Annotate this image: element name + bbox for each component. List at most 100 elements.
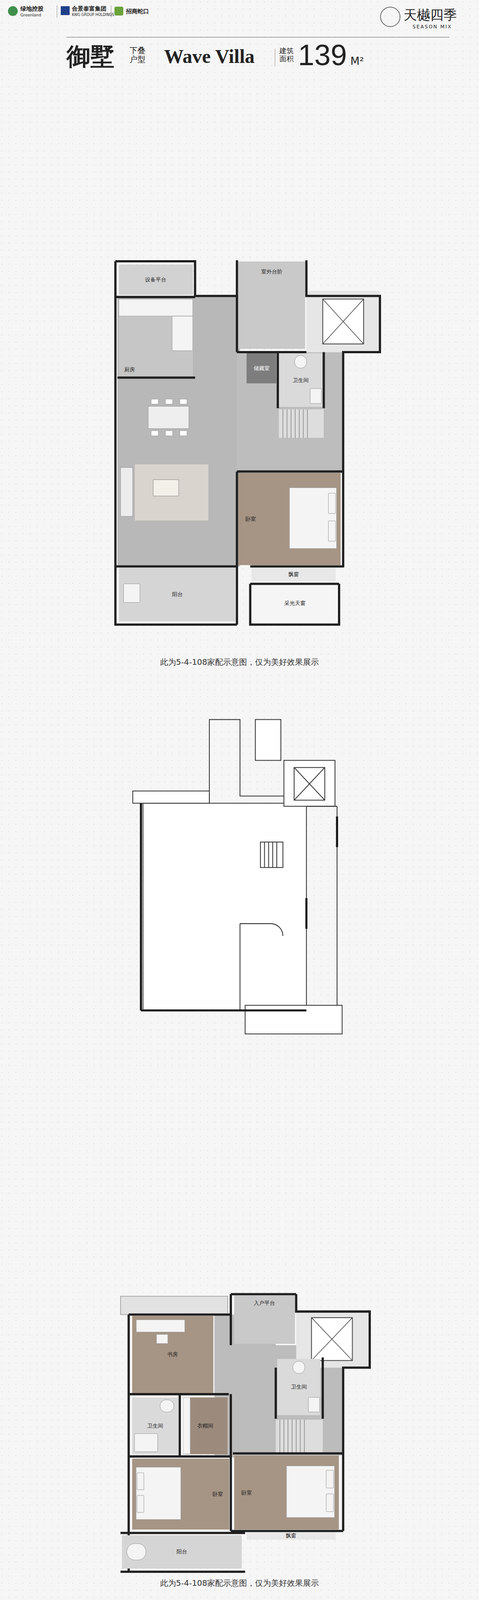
room-area: 室外台阶 xyxy=(238,261,306,350)
plan-middle-outline xyxy=(260,842,283,869)
plan-ground-floor xyxy=(115,260,380,625)
room-label: 书房 xyxy=(166,1352,179,1359)
furniture-piece xyxy=(183,1398,191,1456)
plan-ground-floor xyxy=(282,409,308,438)
area-number: 139 xyxy=(298,38,347,72)
room-area: 设备平台 xyxy=(118,264,193,295)
room-label: 储藏室 xyxy=(252,365,271,372)
plan-ground-floor xyxy=(117,296,240,567)
furniture-piece xyxy=(137,1496,144,1514)
header-graphics xyxy=(274,48,276,67)
plan-ground-floor xyxy=(151,431,159,437)
room-label: 卫生间 xyxy=(291,377,310,384)
plan-ground-floor xyxy=(134,464,209,522)
plan-middle-outline xyxy=(283,761,335,808)
room-area: 飘窗 xyxy=(246,1533,336,1541)
plan-upper-floor xyxy=(275,1420,323,1454)
plan-ground-floor xyxy=(165,399,173,405)
room-label: 室外台阶 xyxy=(260,268,284,275)
plan-ground-floor xyxy=(148,406,189,430)
plan-upper-floor xyxy=(120,1295,370,1573)
room-area: 飘窗 xyxy=(251,568,336,582)
header-graphics xyxy=(66,37,450,38)
room-area: 书房 xyxy=(132,1316,214,1394)
plan-ground-floor xyxy=(322,299,364,345)
furniture-piece xyxy=(156,1335,169,1345)
plan-title: 御墅 xyxy=(66,40,115,74)
unit-name: Wave Villa xyxy=(164,45,255,68)
furniture-piece xyxy=(292,1362,305,1375)
room-area: 卧室 xyxy=(234,1456,339,1531)
plan-ground-floor xyxy=(236,352,343,472)
plan-upper-floor xyxy=(311,1318,353,1362)
room-label: 厨房 xyxy=(123,366,136,373)
furniture-piece xyxy=(328,521,336,542)
plan-middle-outline xyxy=(132,719,342,1035)
plan-middle-outline xyxy=(141,803,307,1011)
furniture-piece xyxy=(134,1434,158,1453)
furniture-piece xyxy=(326,1495,334,1513)
furniture-piece xyxy=(136,1320,185,1334)
logo-text: 绿地控股 xyxy=(20,4,44,13)
room-label: 卫生间 xyxy=(290,1384,308,1391)
room-label: 卧室 xyxy=(240,1490,253,1497)
plan-upper-floor xyxy=(120,1297,228,1316)
logo-subtext: Greenland xyxy=(20,12,42,18)
room-label: 入户平台 xyxy=(252,1300,276,1308)
furniture-piece xyxy=(159,1400,174,1414)
room-label: 卫生间 xyxy=(146,1423,165,1430)
plan-ground-floor xyxy=(115,260,380,625)
plan-ground-floor xyxy=(306,290,381,353)
area-unit: M² xyxy=(350,54,364,68)
room-area: 卧室 xyxy=(238,473,341,566)
brand-logo-text: 天樾四季 xyxy=(403,6,457,25)
plan-middle-outline xyxy=(239,924,283,1012)
logo-text: 合景泰富集团 xyxy=(71,4,107,13)
room-label: 卧室 xyxy=(211,1491,224,1499)
room-label: 阳台 xyxy=(175,1549,189,1556)
plan-upper-floor xyxy=(279,1420,305,1454)
furniture-piece xyxy=(310,388,322,405)
room-area: 储藏室 xyxy=(246,353,277,384)
room-area: 卫生间 xyxy=(277,1359,321,1417)
logo-text: 招商蛇口 xyxy=(125,7,150,16)
room-area: 阳台 xyxy=(121,1536,242,1570)
header-graphics xyxy=(380,7,401,27)
room-area: 卫生间 xyxy=(132,1398,179,1456)
type-tag: 下叠户型 xyxy=(129,46,146,64)
plan-ground-floor xyxy=(278,409,324,438)
plan-middle-outline xyxy=(294,768,325,801)
header-graphics xyxy=(7,6,18,16)
plan-ground-floor xyxy=(120,467,134,518)
furniture-piece xyxy=(328,493,336,515)
furniture-piece xyxy=(294,355,307,369)
plan-ground-floor xyxy=(179,399,187,405)
room-area: 采光天窗 xyxy=(254,585,336,622)
plan-ground-floor xyxy=(179,431,187,437)
room-label: 阳台 xyxy=(171,591,184,598)
room-area: 卧室 xyxy=(132,1459,230,1531)
furniture-piece xyxy=(136,1468,181,1521)
room-label: 采光天窗 xyxy=(283,600,307,607)
plan-middle-outline xyxy=(294,768,325,801)
plan-ground-floor xyxy=(153,479,179,497)
brand-logo-subtext: SEASON MIX xyxy=(412,23,452,30)
plan-middle-outline xyxy=(306,806,338,1006)
furniture-piece xyxy=(118,299,193,317)
plan-middle-outline xyxy=(264,842,277,869)
plan-ground-floor xyxy=(322,299,364,345)
room-area: 卫生间 xyxy=(278,353,323,408)
plan-ground-floor xyxy=(151,399,159,405)
caption-text: 此为5-4-108家配示意图，仅为美好效果展示 xyxy=(160,657,319,668)
room-area: 入户平台 xyxy=(234,1296,295,1345)
furniture-piece xyxy=(172,316,193,352)
area-tag: 建筑面积 xyxy=(279,47,294,63)
furniture xyxy=(118,299,193,377)
furniture-piece xyxy=(286,1467,335,1520)
furniture-piece xyxy=(123,584,140,603)
plan-upper-floor xyxy=(311,1318,353,1362)
